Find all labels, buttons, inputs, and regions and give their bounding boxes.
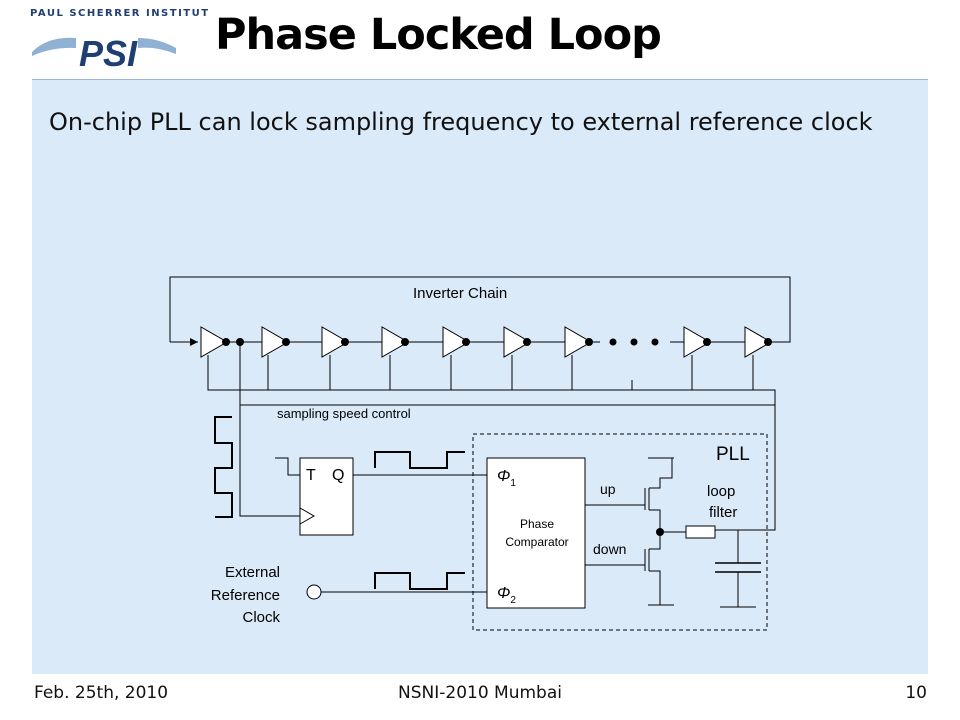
phi2-subscript: 2 <box>510 595 516 606</box>
clock-input-marker <box>299 507 316 525</box>
ff-t-label: T <box>306 467 316 484</box>
subtitle: On-chip PLL can lock sampling frequency … <box>49 108 873 136</box>
external-label: External <box>225 564 280 581</box>
external-ref-terminal <box>306 584 322 600</box>
t-input-wire <box>275 457 300 476</box>
chain-input-arrow <box>190 338 198 346</box>
psi-logo-mark: PSI <box>32 33 176 70</box>
filter-label: filter <box>709 504 737 521</box>
comparator-label: Comparator <box>505 535 568 549</box>
phi2-symbol: Φ <box>497 585 510 602</box>
phi2-label: Φ2 <box>497 585 516 606</box>
content-panel <box>32 79 928 674</box>
loop-label: loop <box>707 483 735 500</box>
logo-org-name: PAUL SCHERRER INSTITUT <box>30 8 210 19</box>
speed-control-line <box>239 342 776 531</box>
clock-label: Clock <box>242 609 280 626</box>
clock-waveform-top <box>374 451 465 469</box>
pll-boundary <box>472 433 768 631</box>
up-label: up <box>600 481 616 497</box>
phi1-subscript: 1 <box>510 478 516 489</box>
ff-q-label: Q <box>332 467 344 484</box>
phase-label: Phase <box>520 517 554 531</box>
speed-control-bus <box>207 355 776 405</box>
speed-control-label: sampling speed control <box>277 406 411 421</box>
ellipsis-dot <box>651 338 659 346</box>
ellipsis-dot <box>609 338 617 346</box>
inverter-chain-label: Inverter Chain <box>413 285 507 302</box>
footer-date: Feb. 25th, 2010 <box>34 683 169 703</box>
clock-to-ff-line <box>239 405 300 517</box>
logo-psi-text: PSI <box>79 33 138 70</box>
footer-event: NSNI-2010 Mumbai <box>398 683 562 703</box>
loop-filter-resistor <box>685 525 716 539</box>
down-label: down <box>593 541 626 557</box>
page-title: Phase Locked Loop <box>215 10 662 60</box>
inverter <box>200 326 229 358</box>
pll-label: PLL <box>716 444 750 465</box>
phi1-label: Φ1 <box>497 468 516 489</box>
clock-waveform-bottom <box>374 572 465 590</box>
footer-page-number: 10 <box>905 683 927 703</box>
clock-waveform-vertical <box>214 416 233 518</box>
t-flipflop <box>299 457 354 536</box>
feedback-loop-wire <box>169 276 791 343</box>
ellipsis-dot <box>630 338 638 346</box>
phase-comparator <box>486 457 586 609</box>
psi-logo: PAUL SCHERRER INSTITUT PSI <box>30 8 208 70</box>
reference-label: Reference <box>211 587 280 604</box>
phi1-symbol: Φ <box>497 468 510 485</box>
